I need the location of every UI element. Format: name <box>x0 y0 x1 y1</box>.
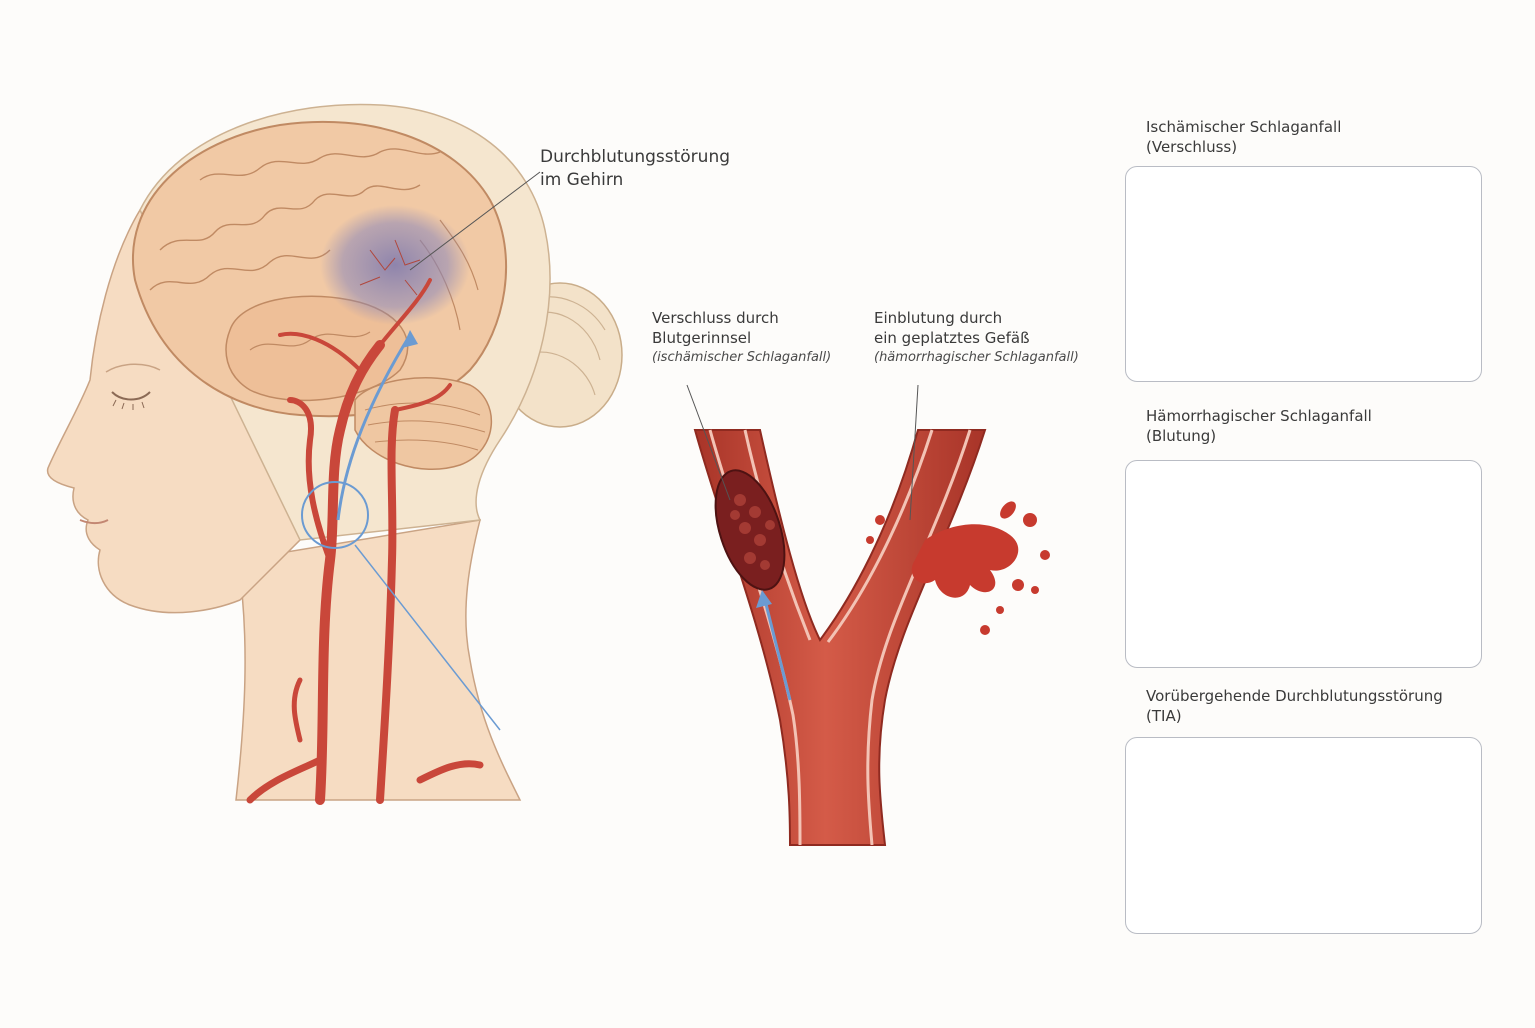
bleed-label-line2: ein geplatztes Gefäß <box>874 329 1030 348</box>
panel-ischemic-box <box>1125 166 1482 382</box>
panel-hemorrhagic-title-line2: (Blutung) <box>1146 427 1217 446</box>
panel-tia-title-line2: (TIA) <box>1146 707 1182 726</box>
panel-ischemic-title-line1: Ischämischer Schlaganfall <box>1146 118 1342 136</box>
panel-ischemic-title: Ischämischer Schlaganfall (Verschluss) <box>1146 117 1341 158</box>
panel-ischemic-title-line2: (Verschluss) <box>1146 138 1238 157</box>
occlusion-leader-line <box>686 384 731 501</box>
brain-leader-line <box>409 171 541 271</box>
bleed-label-line3: (hämorrhagischer Schlaganfall) <box>874 349 1079 365</box>
vessel-rupture <box>866 501 1050 635</box>
bleed-label: Einblutung durch ein geplatztes Gefäß (h… <box>874 308 1079 366</box>
carotid-zoom-circle <box>301 481 369 549</box>
bleed-leader-line <box>909 384 919 521</box>
carotid-artery <box>315 340 385 805</box>
occlusion-label-line1: Verschluss durch <box>652 309 779 327</box>
occlusion-label: Verschluss durch Blutgerinnsel (ischämis… <box>652 308 831 366</box>
ischemic-zone <box>320 205 470 325</box>
panel-tia-title-line1: Vorübergehende Durchblutungsstörung <box>1146 687 1443 705</box>
closed-eye <box>111 391 151 401</box>
panel-hemorrhagic-box <box>1125 460 1482 668</box>
neck-arteries <box>246 171 541 805</box>
lips <box>79 519 109 524</box>
panel-hemorrhagic-title: Hämorrhagischer Schlaganfall (Blutung) <box>1146 406 1372 447</box>
bleed-label-line1: Einblutung durch <box>874 309 1003 327</box>
panel-hemorrhagic-title-line1: Hämorrhagischer Schlaganfall <box>1146 407 1372 425</box>
panel-tia-box <box>1125 737 1482 934</box>
vessel-flow-arrow <box>763 599 792 701</box>
brain-region-label: Durchblutungsstörung im Gehirn <box>540 146 730 192</box>
zoom-connector-line <box>354 544 501 731</box>
blood-flow-arrow <box>336 334 412 521</box>
brain-region-label-line2: im Gehirn <box>540 169 624 190</box>
occlusion-label-line2: Blutgerinnsel <box>652 329 752 348</box>
brain-region-label-line1: Durchblutungsstörung <box>540 147 731 167</box>
neck <box>235 519 522 801</box>
vertebral-artery <box>376 406 399 804</box>
artery-bifurcation <box>686 384 1050 846</box>
occlusion-label-line3: (ischämischer Schlaganfall) <box>652 349 832 365</box>
panel-tia-title: Vorübergehende Durchblutungsstörung (TIA… <box>1146 686 1443 727</box>
